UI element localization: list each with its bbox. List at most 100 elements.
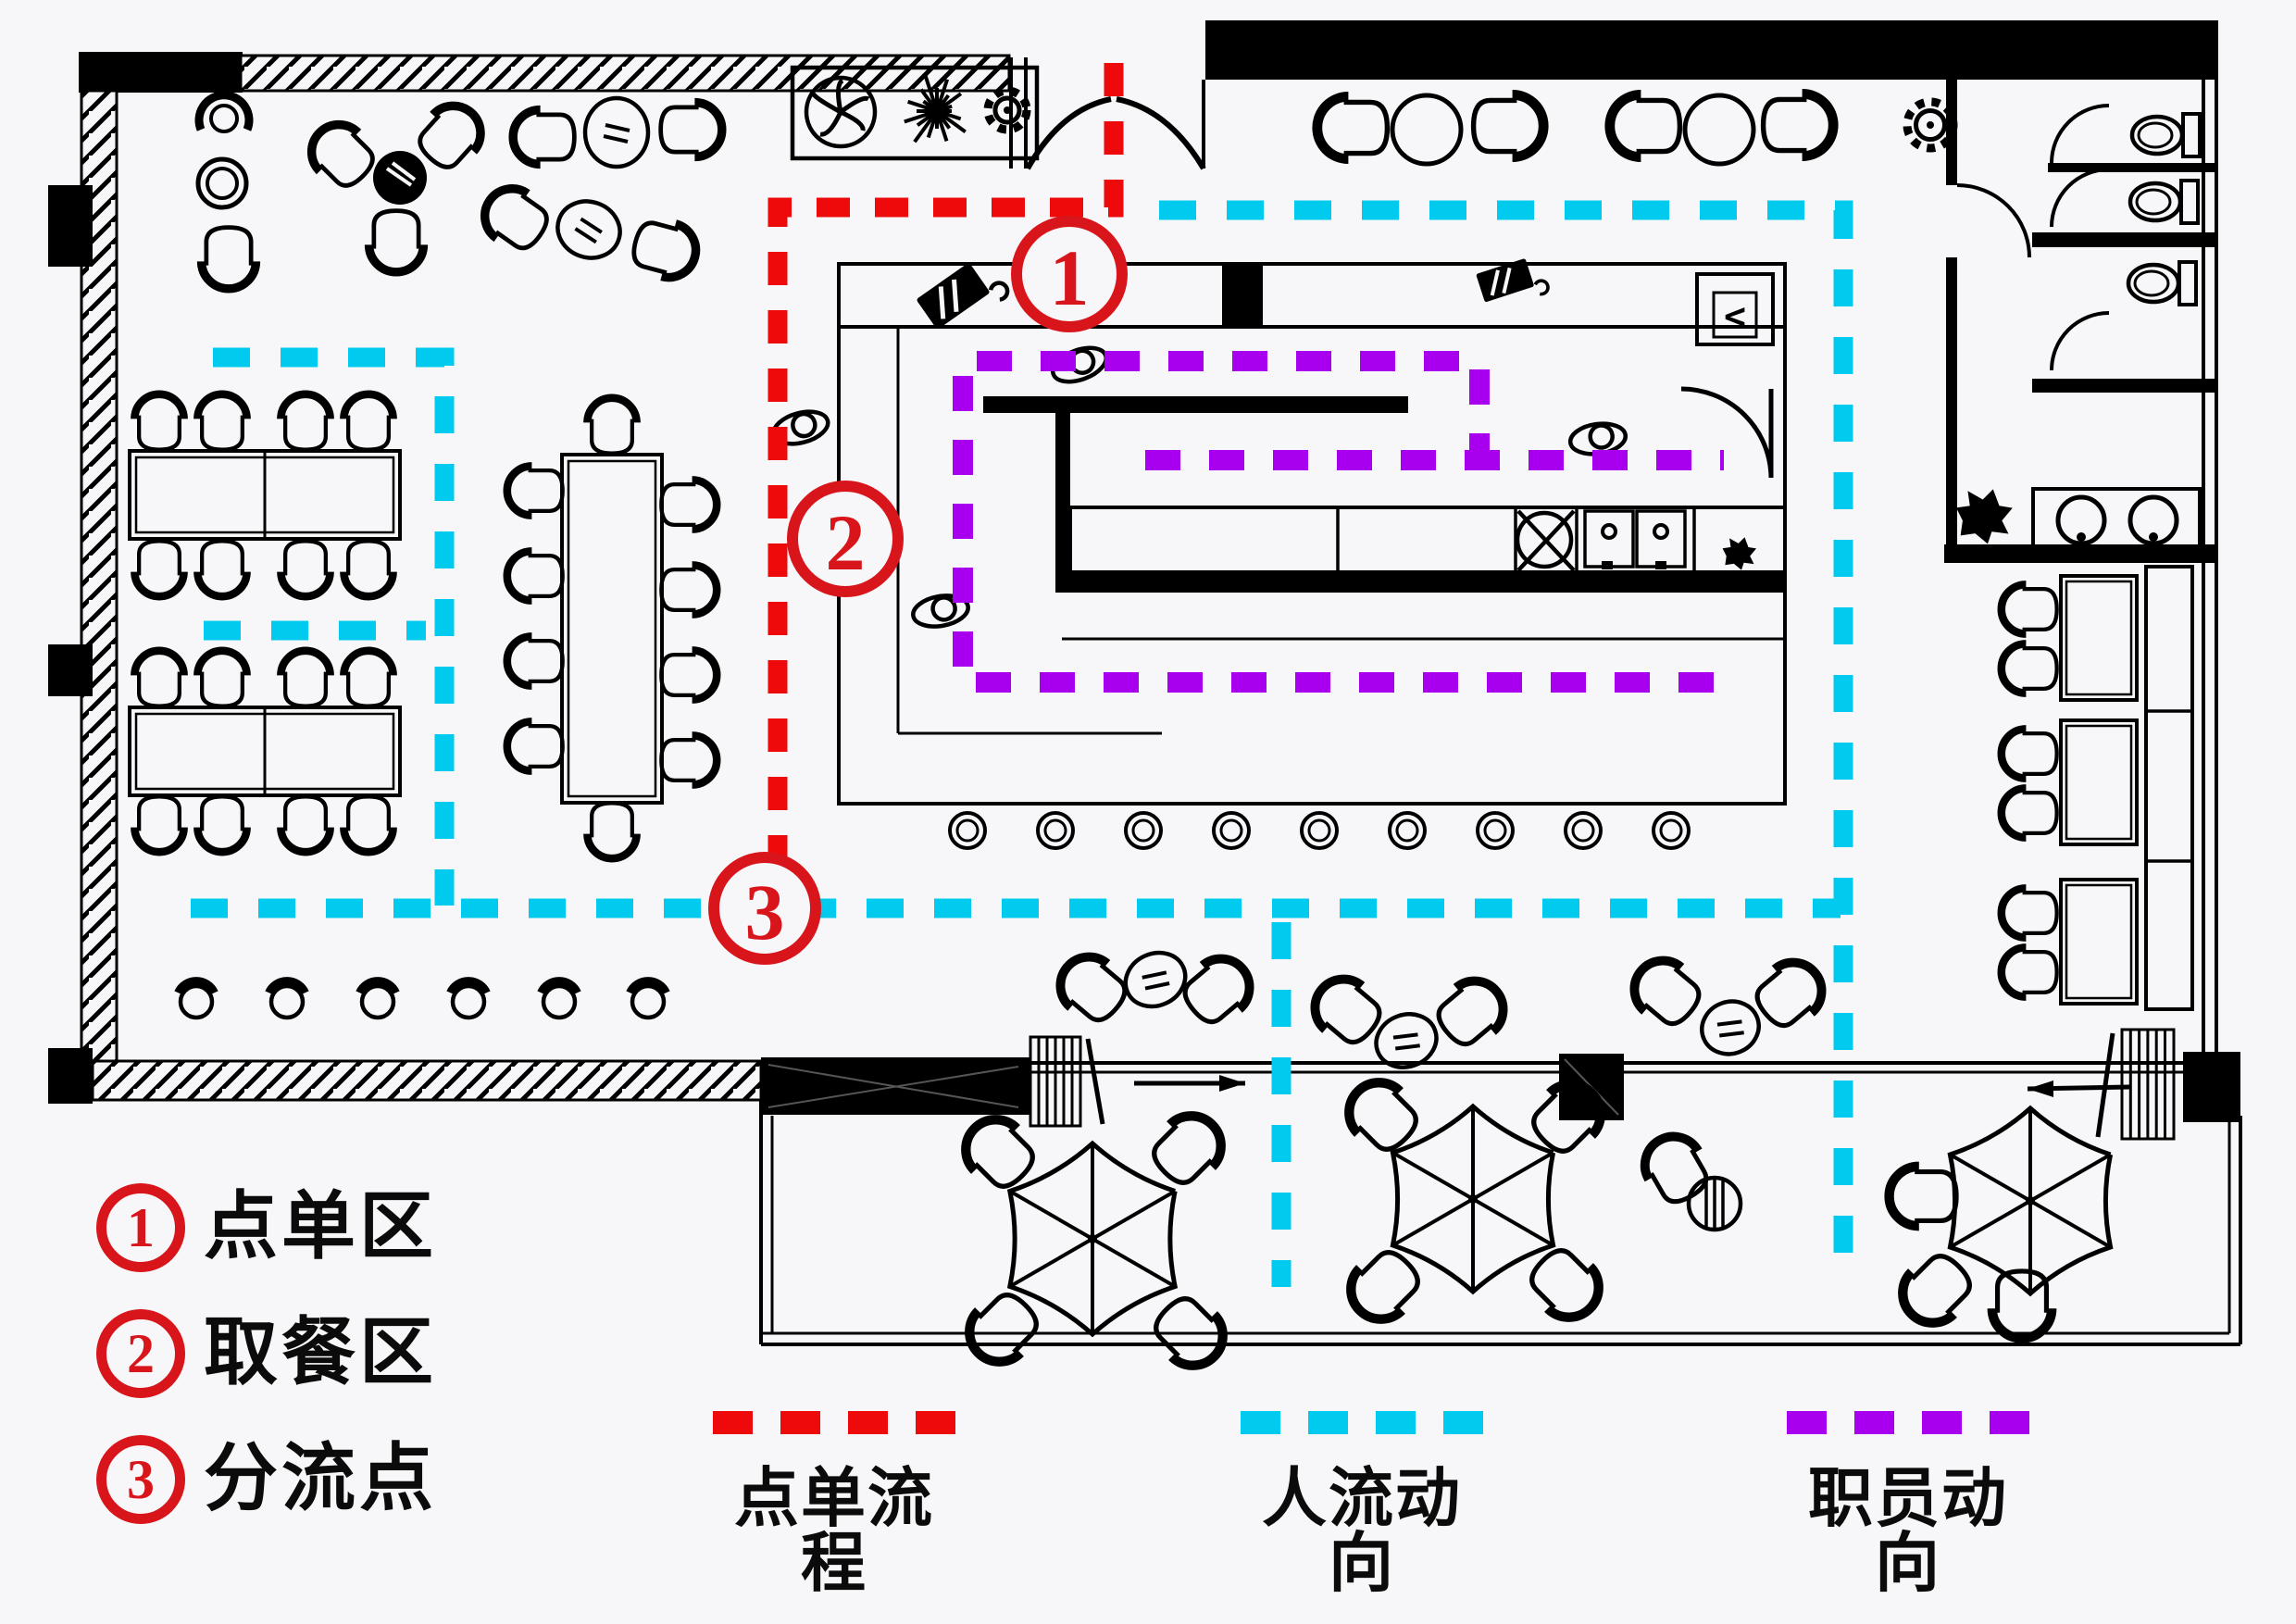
furniture-layer <box>128 65 2194 1370</box>
chair-icon <box>503 462 565 519</box>
round-chair-icon <box>195 156 249 210</box>
counter-stool-icon <box>1652 811 1691 850</box>
chair-icon <box>131 390 188 452</box>
chair-icon <box>1997 581 2059 638</box>
chair-icon <box>1997 640 2059 697</box>
coffee-machine-icon <box>917 263 1010 330</box>
area-legend: 1 点单区 2 取餐区 3 分流点 <box>96 1183 437 1524</box>
toilet-icon <box>2129 112 2202 158</box>
chair-icon <box>503 718 565 775</box>
plant-icon <box>1722 537 1757 570</box>
chair-icon <box>659 731 721 789</box>
oval-table-icon <box>555 199 622 260</box>
lounge-chair-icon <box>194 91 254 133</box>
gear-decor-icon <box>1903 97 1958 153</box>
svg-text:3: 3 <box>745 868 785 956</box>
chair-icon <box>1604 90 1683 162</box>
flow-legend-label-customer: 人流动向 <box>1262 1464 1462 1600</box>
chair-icon <box>1529 1248 1603 1322</box>
coffee-machine-icon <box>1476 258 1550 302</box>
chair-icon <box>340 390 397 452</box>
svg-text:2: 2 <box>826 498 866 587</box>
flow-lines-layer <box>191 63 1853 1287</box>
accordion-door-icon <box>2095 1028 2176 1141</box>
plan-marker-2: 2 <box>787 481 904 597</box>
area-legend-label-2: 取餐区 <box>204 1313 437 1394</box>
chair-icon <box>658 97 727 162</box>
chair-icon <box>1997 884 2059 942</box>
counter-stool-icon <box>1212 811 1251 850</box>
bar-stool-icon <box>265 977 309 1020</box>
accordion-door-icon <box>1029 1035 1105 1128</box>
chair-icon <box>631 219 701 282</box>
flow-legend-label-staff: 职员动向 <box>1808 1464 2008 1600</box>
chair-icon <box>1310 974 1382 1045</box>
chair-icon <box>340 794 397 856</box>
chair-icon <box>277 646 334 708</box>
bar-stool-icon <box>174 977 218 1020</box>
oval-table-icon <box>1700 999 1761 1056</box>
area-markers-layer: 123 <box>708 216 1128 965</box>
oval-table-icon <box>1374 1012 1439 1069</box>
chair-icon <box>965 1293 1039 1367</box>
chair-icon <box>1987 1268 2057 1343</box>
chair-icon <box>961 1115 1035 1189</box>
chair-icon <box>340 646 397 708</box>
chair-icon <box>1531 1080 1605 1154</box>
counter-stool-icon <box>1476 811 1515 850</box>
chair-icon <box>277 539 334 601</box>
chair-icon <box>193 390 251 452</box>
area-legend-label-3: 分流点 <box>204 1439 437 1520</box>
plan-marker-3: 3 <box>708 852 821 965</box>
counter-stool-icon <box>1124 811 1163 850</box>
area-legend-item-1: 1 点单区 <box>96 1183 437 1272</box>
customer-flow-line <box>213 347 455 906</box>
chair-icon <box>1154 1296 1228 1370</box>
chair-icon <box>1898 1254 1972 1328</box>
counter-stool-icon <box>1388 811 1427 850</box>
toilet-icon <box>2126 260 2198 306</box>
chair-icon <box>193 539 251 601</box>
chair-icon <box>1754 957 1827 1029</box>
chair-icon <box>503 547 565 605</box>
bar-stool-icon <box>626 977 670 1020</box>
patio-umbrella-icon <box>1947 1105 2114 1297</box>
counter-stool-icon <box>1036 811 1075 850</box>
chair-icon <box>1182 954 1254 1025</box>
bar-stool-icon <box>537 977 581 1020</box>
toilet-icon <box>2128 179 2200 225</box>
kitchen-layer: < <box>771 258 1787 850</box>
staff-flow-dash-icon <box>1787 1411 2029 1434</box>
chair-icon <box>306 119 375 188</box>
area-legend-item-2: 2 取餐区 <box>96 1309 437 1398</box>
chair-icon <box>196 225 261 294</box>
chair-icon <box>277 390 334 452</box>
chair-icon <box>1640 1131 1709 1205</box>
plant-icon <box>904 75 967 144</box>
chair-icon <box>193 646 251 708</box>
chair-icon <box>480 184 549 251</box>
order-flow-line <box>767 63 1124 880</box>
chair-icon <box>1760 89 1839 161</box>
chair-icon <box>503 632 565 690</box>
fridge-glyph: < <box>1724 295 1746 338</box>
area-marker-2-icon: 2 <box>96 1309 185 1398</box>
chair-icon <box>131 794 188 856</box>
chair-icon <box>1470 90 1549 162</box>
area-legend-label-1: 点单区 <box>204 1187 437 1268</box>
customer-flow-line <box>1159 200 1853 1282</box>
chair-icon <box>1436 976 1508 1047</box>
chair-icon <box>1312 92 1391 164</box>
chair-icon <box>1055 952 1128 1023</box>
staff-flow-line <box>953 351 1724 693</box>
chair-icon <box>583 801 641 863</box>
striped-table-icon <box>1686 1175 1743 1232</box>
chair-icon <box>508 105 577 169</box>
walls-layer <box>48 20 2242 1346</box>
chair-icon <box>1152 1111 1226 1185</box>
chair-icon <box>659 476 721 533</box>
patio-umbrella-icon <box>1006 1140 1179 1338</box>
chair-icon <box>193 794 251 856</box>
